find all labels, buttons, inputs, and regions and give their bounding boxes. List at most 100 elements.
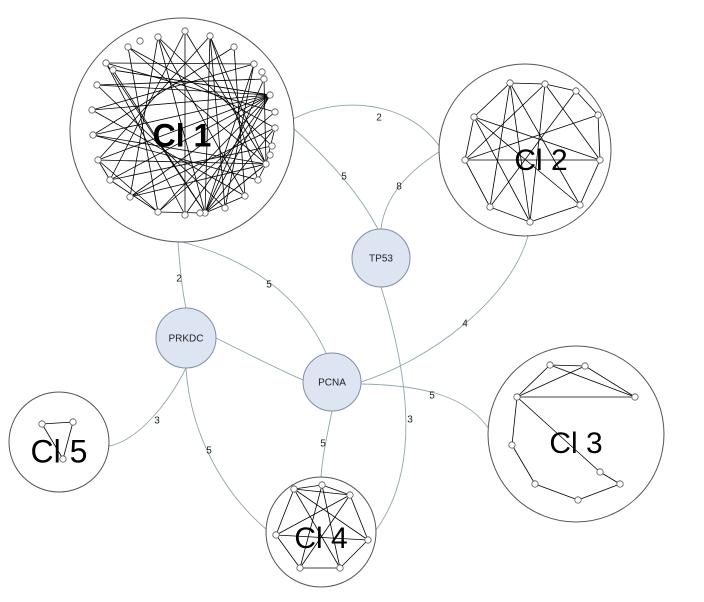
- cluster-internal-node: [206, 32, 214, 40]
- cluster-internal-edge: [209, 35, 259, 181]
- cluster-internal-edge: [41, 423, 64, 460]
- cluster-internal-edge: [129, 163, 267, 198]
- clusters-layer: Cl 1Cl 2Cl 3Cl 4Cl 5: [8, 17, 665, 588]
- cluster-internal-node: [250, 60, 258, 68]
- cluster-internal-edge: [91, 109, 246, 197]
- cluster-label-c1: Cl 1: [153, 117, 212, 153]
- cluster-internal-edge: [473, 82, 511, 118]
- link-prkdc-pcna: [215, 337, 304, 381]
- cluster-internal-node: [241, 192, 249, 200]
- cluster-internal-node: [526, 218, 534, 226]
- cluster-internal-edge: [597, 114, 601, 161]
- cluster-circle-c2: [438, 63, 612, 237]
- cluster-internal-node: [258, 68, 266, 76]
- cluster-internal-edge: [92, 46, 235, 136]
- cluster-internal-node: [136, 37, 144, 45]
- link-pcna-c3: [360, 383, 493, 435]
- cluster-internal-edge: [529, 204, 581, 223]
- cluster-internal-edge: [599, 471, 621, 485]
- weight-label-c1-pcna: 5: [266, 280, 272, 291]
- cluster-internal-edge: [473, 116, 531, 223]
- cluster-internal-node: [506, 79, 514, 87]
- link-tp53-c4: [375, 286, 407, 531]
- cluster-internal-edge: [534, 483, 579, 501]
- cluster-internal-node: [541, 80, 549, 88]
- cluster-internal-node: [109, 66, 117, 74]
- cluster-internal-edge: [544, 83, 601, 161]
- cluster-internal-edge: [209, 35, 267, 165]
- cluster-internal-node: [594, 111, 602, 119]
- cluster-internal-edge: [464, 116, 475, 161]
- cluster-internal-edge: [109, 179, 159, 213]
- cluster-internal-edge: [299, 494, 351, 569]
- cluster-internal-node: [102, 59, 110, 67]
- cluster-internal-node: [336, 564, 344, 572]
- links-layer: [108, 104, 529, 531]
- cluster-internal-edge: [204, 35, 211, 214]
- cluster-internal-edge: [509, 82, 531, 223]
- cluster-internal-nodes-c4: [272, 481, 372, 572]
- link-c2-pcna: [360, 235, 529, 383]
- cluster-internal-edge: [544, 83, 577, 92]
- cluster-internal-edge: [204, 163, 267, 214]
- cluster-internal-edge: [464, 83, 546, 161]
- cluster-internal-edge: [157, 36, 246, 197]
- link-prkdc-c4: [185, 367, 268, 531]
- cluster-circle-c5: [8, 391, 110, 493]
- cluster-internal-node: [470, 113, 478, 121]
- cluster-c2: Cl 2: [438, 63, 612, 237]
- cluster-internal-edge: [92, 134, 267, 165]
- cluster-internal-edge: [577, 483, 621, 501]
- cluster-internal-node: [513, 393, 521, 401]
- hub-label-pcna: PCNA: [318, 378, 346, 389]
- cluster-internal-node: [154, 208, 162, 216]
- cluster-internal-edge: [204, 94, 271, 214]
- cluster-internal-edges-c1: [91, 30, 276, 216]
- weight-label-c2-tp53: 8: [396, 182, 402, 193]
- cluster-internal-node: [508, 441, 516, 449]
- hub-node-pcna: PCNA: [302, 352, 362, 412]
- cluster-internal-node: [596, 156, 604, 164]
- cluster-internal-edge: [549, 364, 586, 367]
- cluster-internal-node: [596, 468, 604, 476]
- cluster-internal-node: [486, 203, 494, 211]
- cluster-label-c2: Cl 2: [514, 144, 567, 177]
- cluster-internal-edge: [321, 484, 351, 496]
- cluster-internal-node: [266, 151, 274, 159]
- cluster-internal-node: [461, 156, 469, 164]
- cluster-internal-node: [364, 536, 372, 544]
- cluster-internal-node: [89, 131, 97, 139]
- cluster-internal-node: [262, 160, 270, 168]
- link-prkdc-c5: [108, 367, 187, 447]
- weight-label-c1-prkdc: 2: [176, 274, 182, 285]
- cluster-c4: Cl 4: [265, 476, 377, 588]
- cluster-internal-edge: [339, 539, 369, 569]
- cluster-internal-edge: [112, 69, 271, 96]
- cluster-internal-node: [266, 91, 274, 99]
- hub-circle-prkdc: [155, 307, 217, 369]
- cluster-internal-edge: [516, 365, 586, 398]
- cluster-internal-edge: [97, 159, 111, 181]
- cluster-internal-edge: [91, 63, 255, 111]
- weight-label-c1-tp53: 5: [341, 172, 347, 183]
- cluster-internal-nodes-c3: [508, 361, 639, 504]
- cluster-internal-edge: [96, 84, 271, 96]
- hub-label-prkdc: PRKDC: [168, 334, 203, 345]
- cluster-internal-node: [221, 204, 229, 212]
- cluster-label-c3: Cl 3: [549, 427, 602, 460]
- hub-node-prkdc: PRKDC: [155, 307, 217, 369]
- hub-label-tp53: TP53: [369, 254, 393, 265]
- cluster-internal-edge: [299, 484, 323, 569]
- cluster-internal-edge: [473, 116, 581, 206]
- cluster-internal-node: [546, 361, 554, 369]
- link-c2-tp53: [380, 149, 443, 230]
- cluster-internal-node: [268, 142, 276, 150]
- cluster-internal-node: [531, 480, 539, 488]
- cluster-internal-edge: [293, 484, 323, 490]
- weight-label-pcna-c3: 5: [429, 391, 435, 402]
- cluster-c3: Cl 3: [487, 345, 665, 523]
- link-c1-pcna: [181, 241, 327, 354]
